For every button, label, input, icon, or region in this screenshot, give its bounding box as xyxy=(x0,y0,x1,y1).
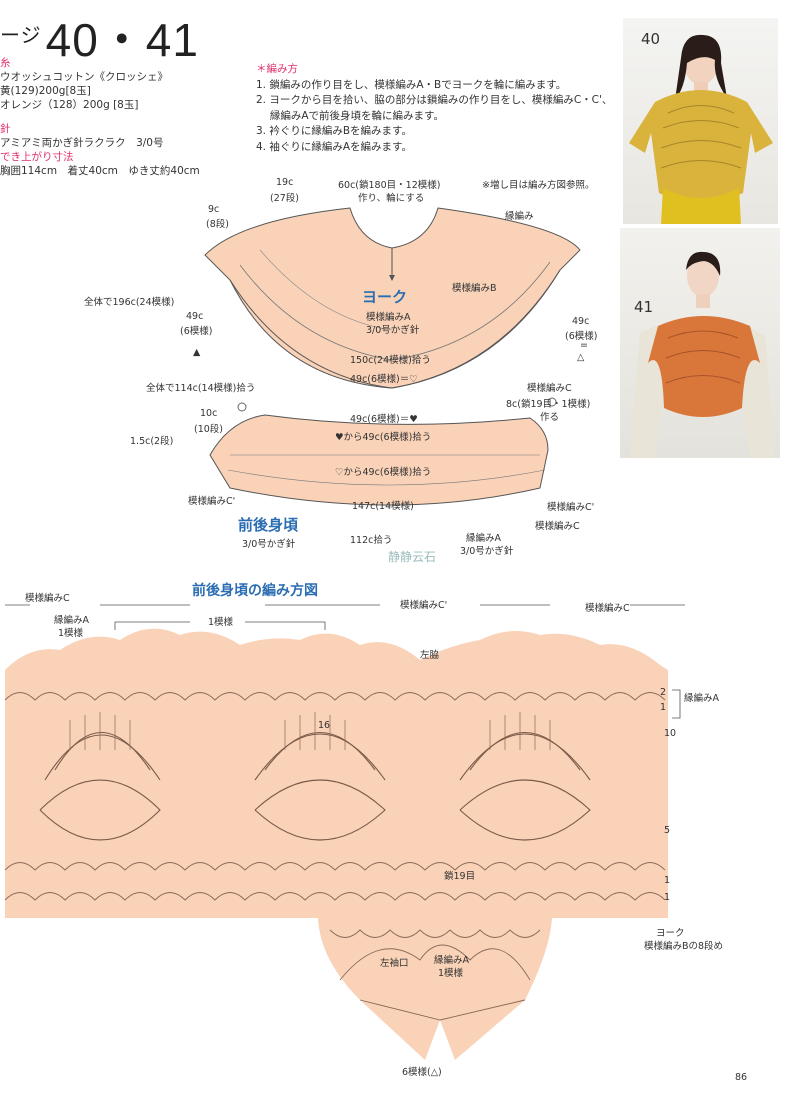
chart-label-arm-edge-pattern: 1模様 xyxy=(438,968,464,979)
instruction-step: 1. 鎖編みの作り目をし、模様編みA・Bでヨークを輪に編みます。 xyxy=(256,78,567,91)
label-pattern-c-prime-r: 模様編みC' xyxy=(547,502,595,513)
photo-41-label: 41 xyxy=(634,298,654,316)
label-10c: 10c xyxy=(200,408,218,419)
page-number: 86 xyxy=(735,1072,748,1083)
label-right-mark: △ xyxy=(577,352,585,363)
instructions: ＊編み方 1. 鎖編みの作り目をし、模様編みA・Bでヨークを輪に編みます。 2.… xyxy=(256,62,612,155)
chart-label-one-pattern-left: 1模様 xyxy=(58,628,84,639)
label-pick-112: 112c拾う xyxy=(350,535,393,546)
label-left-mark: ▲ xyxy=(193,347,201,358)
crochet-chart xyxy=(4,604,685,1060)
yoke-shape xyxy=(204,207,581,389)
label-right-49c: 49c xyxy=(572,316,590,327)
label-pattern-b: 模様編みB xyxy=(452,283,497,294)
chart-label-yoke-ref: ヨーク xyxy=(656,928,685,939)
label-neck-make: 作り、輪にする xyxy=(358,193,425,204)
label-total-114: 全体で114c(14模様)拾う xyxy=(146,383,256,394)
label-8c-make: 作る xyxy=(540,412,560,423)
label-pick-150: 150c(24模様)拾う xyxy=(350,355,431,366)
label-left-6: (6模様) xyxy=(180,326,213,337)
body-title: 前後身頃 xyxy=(238,516,299,534)
hook: アミアミ両かぎ針ラクラク 3/0号 xyxy=(0,137,164,149)
label-note: ※増し目は編み方図参照。 xyxy=(482,180,595,191)
page-title: ージ40・41 xyxy=(0,4,199,70)
label-right-eq: = xyxy=(580,340,588,351)
label-9c: 9c xyxy=(208,204,220,215)
chart-body-fill xyxy=(5,628,668,1060)
chart-title: 前後身頃の編み方図 xyxy=(192,583,318,599)
chart-label-c-prime: 模様編みC' xyxy=(400,600,448,611)
chart-row-5: 5 xyxy=(664,825,671,836)
yarn-name: ウオッシュコットン《クロッシェ》 xyxy=(0,71,168,83)
label-1-5c: 1.5c(2段) xyxy=(130,436,174,447)
instruction-step: 3. 衿ぐりに縁編みBを編みます。 xyxy=(256,125,413,137)
label-9c-rows: (8段) xyxy=(206,219,229,230)
label-body-49: 49c(6模様)＝♥ xyxy=(350,414,418,425)
chart-row-16: 16 xyxy=(318,720,331,731)
label-mid-49: 49c(6模様)＝♡ xyxy=(350,374,418,385)
label-edge-b: 縁編み xyxy=(505,211,534,222)
chart-label-yoke-ref2: 模様編みBの8段め xyxy=(644,941,724,952)
color-1: 黄(129)200g[8玉] xyxy=(0,85,91,97)
model-41-illustration xyxy=(630,251,775,458)
photo-40-label: 40 xyxy=(641,30,661,48)
chart-row-1: 1 xyxy=(660,702,667,713)
label-edge-a-hook: 3/0号かぎ針 xyxy=(460,546,514,557)
label-from-heart: ♥から49c(6模様)拾う xyxy=(335,432,432,443)
yarn-label: 糸 xyxy=(0,57,11,69)
instruction-step: 4. 袖ぐりに縁編みAを編みます。 xyxy=(256,140,412,153)
size-label: でき上がり寸法 xyxy=(0,151,74,163)
photo-40: 40 xyxy=(623,18,778,224)
schematic-diagram xyxy=(204,207,581,506)
instruction-step: 縁編みAで前後身頃を輪に編みます。 xyxy=(256,109,444,122)
chart-row-1b: 1 xyxy=(664,875,671,886)
photo-41: 41 xyxy=(620,228,780,458)
chart-label-edge-a-right: 縁編みA xyxy=(684,693,719,704)
color-2: オレンジ（128）200g [8玉] xyxy=(0,99,139,111)
label-edge-a: 縁編みA xyxy=(466,533,501,544)
label-pattern-c-prime: 模様編みC' xyxy=(188,496,236,507)
chart-label-left-side: 左脇 xyxy=(420,650,440,661)
label-neck-60c: 60c(鎖180目・12模様) xyxy=(338,180,441,191)
label-from-heart2: ♡から49c(6模様)拾う xyxy=(335,467,432,478)
chart-label-one-pattern: 1模様 xyxy=(208,617,234,628)
chart-label-armhole: 左袖口 xyxy=(380,958,409,969)
yoke-pattern: 模様編みA xyxy=(366,312,411,323)
label-27rows: (27段) xyxy=(270,193,300,204)
body-shape xyxy=(209,414,549,506)
chart-label-edge-a: 縁編みA xyxy=(54,615,89,626)
chart-row-2: 2 xyxy=(660,687,667,698)
page-prefix: ージ xyxy=(0,25,42,47)
label-8c: 8c(鎖19目・1模様) xyxy=(506,399,591,410)
chart-row-1c: 1 xyxy=(664,892,671,903)
label-pattern-c: 模様編みC xyxy=(527,383,572,394)
instructions-heading: ＊編み方 xyxy=(256,63,298,75)
materials-block: 糸 ウオッシュコットン《クロッシェ》 黄(129)200g[8玉] オレンジ（1… xyxy=(0,56,200,178)
model-40-illustration xyxy=(629,34,773,224)
page-numbers: 40・41 xyxy=(45,14,199,66)
chart-label-c-left: 模様編みC xyxy=(25,593,70,604)
watermark: 静静云石 xyxy=(388,550,437,564)
instruction-step: 2. ヨークから目を拾い、脇の部分は鎖編みの作り目をし、模様編みC・C'、 xyxy=(256,94,613,106)
label-10c-rows: (10段) xyxy=(194,424,224,435)
body-hook: 3/0号かぎ針 xyxy=(242,539,296,550)
label-19c: 19c xyxy=(276,177,294,188)
label-right-6: (6模様) xyxy=(565,331,598,342)
chart-label-c-right: 模様編みC xyxy=(585,603,630,614)
label-147c: 147c(14模様) xyxy=(352,501,414,512)
hook-label: 針 xyxy=(0,123,11,135)
yoke-hook: 3/0号かぎ針 xyxy=(366,325,420,336)
chart-label-arm-count: 6模様(△) xyxy=(402,1067,442,1078)
chart-label-arm-edge: 縁編みA xyxy=(434,955,469,966)
size: 胸囲114cm 着丈40cm ゆき丈約40cm xyxy=(0,165,200,177)
chart-label-chain-19: 鎖19目 xyxy=(444,871,476,882)
label-left-49c: 49c xyxy=(186,311,204,322)
label-total-196: 全体で196c(24模様) xyxy=(84,297,175,308)
chart-row-10: 10 xyxy=(664,728,677,739)
label-pattern-c-r: 模様編みC xyxy=(535,521,580,532)
yoke-title: ヨーク xyxy=(362,288,408,306)
